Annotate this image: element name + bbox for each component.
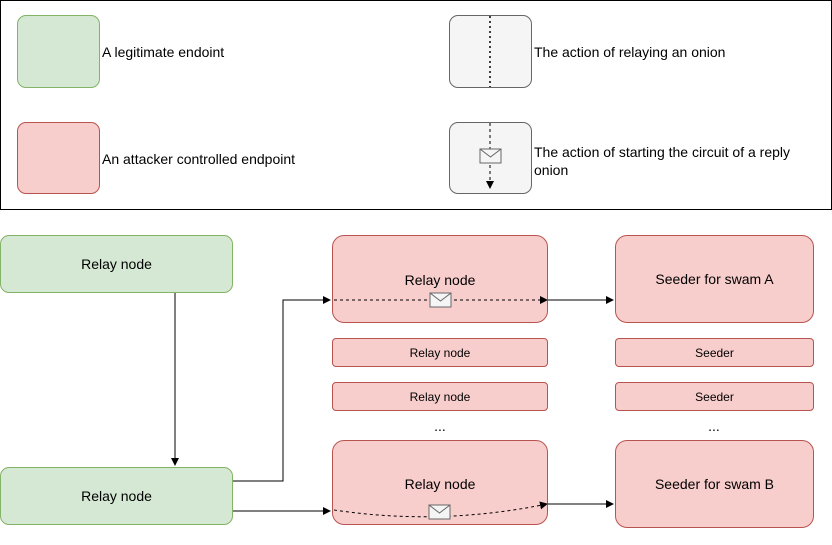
seeder-a-node: Seeder for swam A [615, 235, 814, 323]
node-label: Relay node [404, 476, 476, 492]
seeder-node-small-1: Seeder [615, 338, 814, 367]
legend-legit-label: A legitimate endoint [102, 44, 225, 60]
legend-reply-action-label: The action of starting the circuit of a … [534, 144, 791, 178]
seeder-ellipsis: ... [708, 418, 720, 434]
node-label: Relay node [409, 389, 471, 404]
green-relay-node-top: Relay node [0, 235, 233, 293]
legend-legit-swatch [17, 15, 100, 88]
legend-relay-action-swatch [449, 15, 532, 88]
red-relay-node-top: Relay node [332, 235, 548, 323]
node-label: Relay node [81, 256, 152, 272]
edge-green-bottom-to-red-top [233, 296, 331, 482]
red-relay-node-small-1: Relay node [332, 338, 548, 367]
legend-attacker-swatch [17, 122, 100, 194]
red-relay-node-bottom: Relay node [332, 440, 548, 525]
node-label: Seeder [695, 345, 734, 360]
node-label: Relay node [81, 488, 152, 504]
red-relay-node-small-2: Relay node [332, 382, 548, 411]
node-label: Seeder for swam A [655, 271, 774, 287]
relay-ellipsis: ... [434, 418, 446, 434]
seeder-node-small-2: Seeder [615, 382, 814, 411]
legend-attacker-label: An attacker controlled endpoint [102, 151, 296, 167]
node-label: Seeder [695, 389, 734, 404]
node-label: Relay node [409, 345, 471, 360]
node-label: Relay node [404, 272, 476, 288]
legend-relay-action-label: The action of relaying an onion [534, 44, 726, 60]
green-relay-node-bottom: Relay node [0, 467, 233, 525]
node-label: Seeder for swam B [654, 476, 775, 492]
legend-reply-action-swatch [449, 122, 532, 194]
seeder-b-node: Seeder for swam B [615, 440, 814, 528]
